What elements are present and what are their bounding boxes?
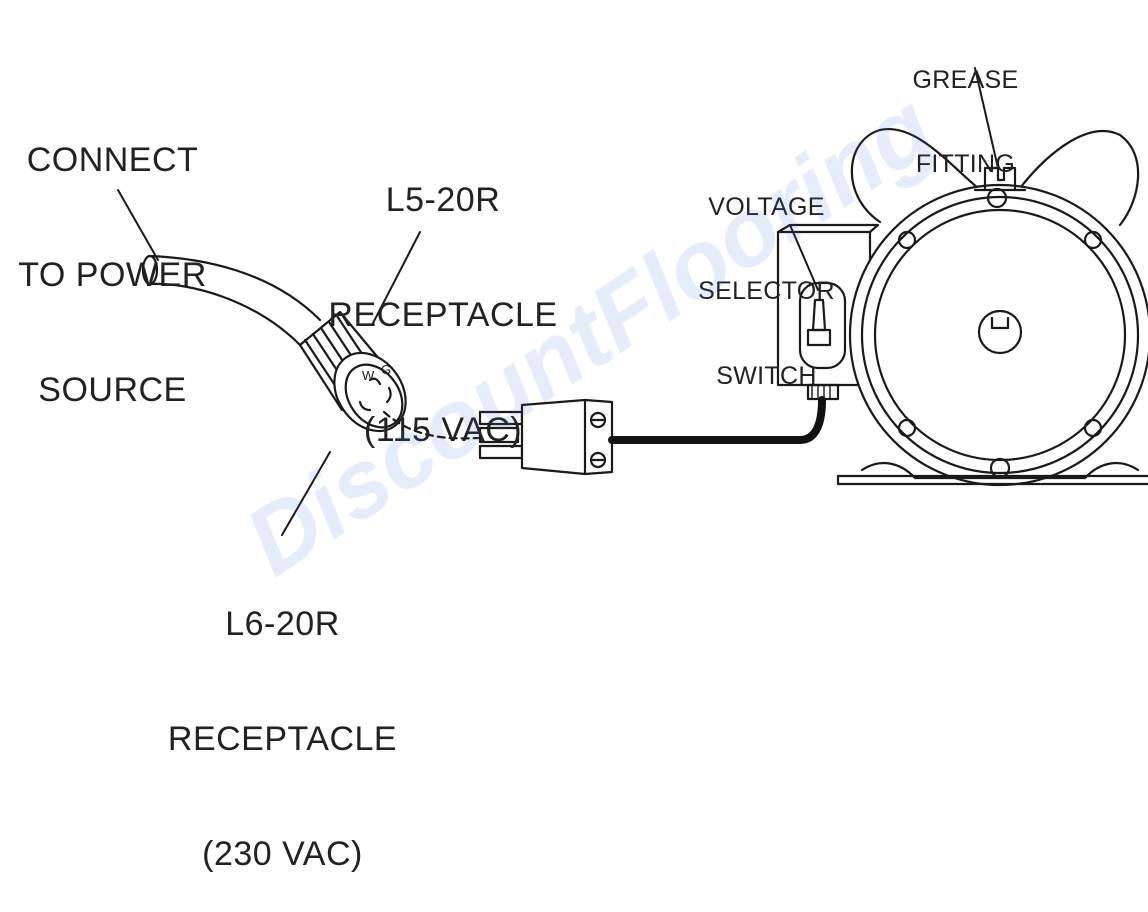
label-grease-fitting: GREASE FITTING [912, 65, 1019, 179]
leader-l6-20r [281, 451, 331, 536]
power-cord [141, 254, 322, 347]
pin-w-label: W [362, 368, 375, 383]
motor [836, 127, 1148, 487]
leader-grease-fitting [974, 67, 999, 169]
leader-power-source [117, 189, 159, 261]
leader-voltage-switch [789, 224, 819, 291]
leader-l5-20r [371, 231, 421, 326]
switch-box [776, 223, 880, 401]
connection-dashed-line [382, 410, 480, 440]
label-l5-20r-receptacle: L5-20R RECEPTACLE (115 VAC) [328, 180, 558, 450]
label-connect-power-source: CONNECT TO POWER SOURCE [18, 140, 207, 410]
pin-g-label: G [381, 362, 391, 377]
diagram-drawing: W G [117, 67, 1148, 536]
wiring-diagram: W G CONNECT TO POWER SOURCE L5-20R RECEP… [18, 65, 1148, 873]
receptacle-body [298, 310, 407, 433]
label-voltage-selector-switch: VOLTAGE SELECTOR SWITCH [698, 192, 835, 391]
label-l6-20r-receptacle: L6-20R RECEPTACLE (230 VAC) [167, 604, 398, 874]
leader-lines [117, 67, 999, 536]
motor-cable [608, 396, 826, 444]
plug [478, 398, 614, 476]
